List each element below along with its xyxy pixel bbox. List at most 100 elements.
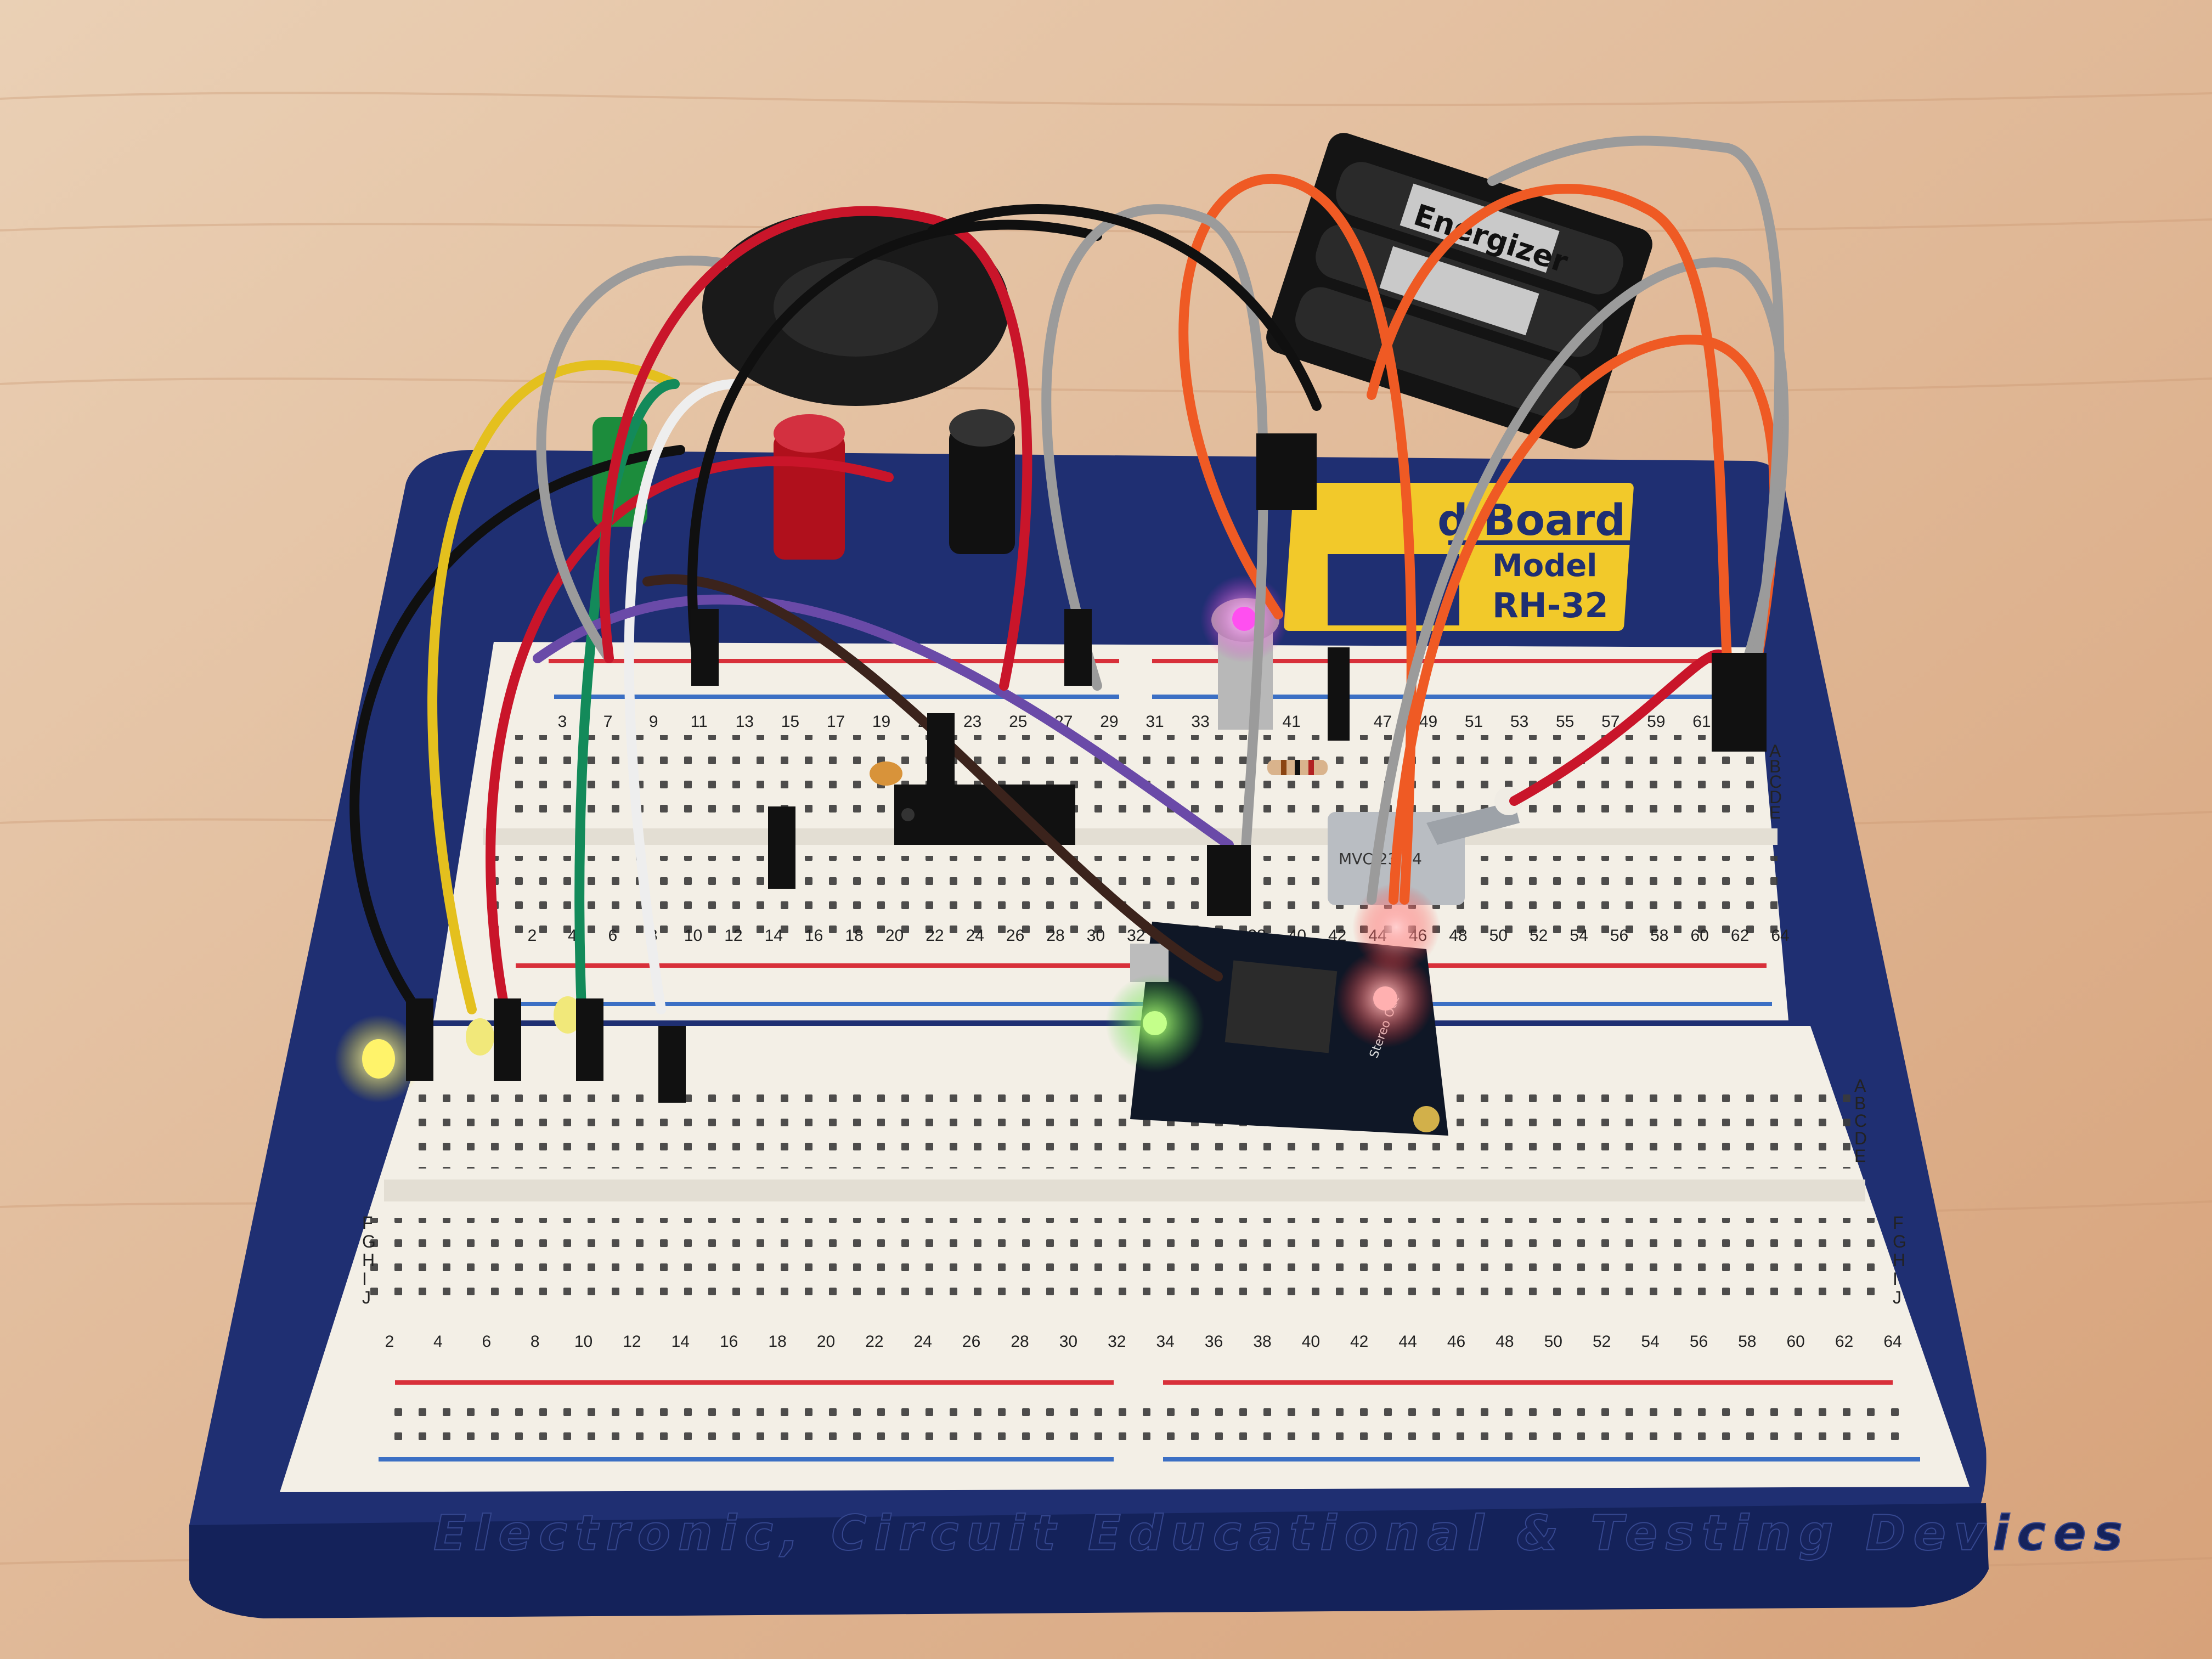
col-num-bot-8: 8	[531, 1333, 540, 1351]
col-num-mid-52: 52	[1530, 927, 1548, 945]
col-num-top-41: 41	[1283, 713, 1301, 731]
col-num-mid-10: 10	[684, 927, 702, 945]
col-num-bot-10: 10	[574, 1333, 592, 1351]
wire-orange-3	[1367, 184, 1733, 685]
col-num-mid-58: 58	[1650, 927, 1668, 945]
capacitor	[870, 761, 902, 786]
col-num-bot-24: 24	[914, 1333, 932, 1351]
col-num-top-33: 33	[1191, 713, 1209, 731]
col-num-top-51: 51	[1465, 713, 1483, 731]
col-num-top-19: 19	[872, 713, 890, 731]
col-num-bot-64: 64	[1883, 1333, 1901, 1351]
col-num-bot-4: 4	[433, 1333, 443, 1351]
wire-grey-4	[1487, 136, 1785, 674]
col-num-top-55: 55	[1556, 713, 1574, 731]
col-num-top-7: 7	[603, 713, 613, 731]
wire-yellow	[427, 360, 680, 1014]
row-letter-top-right-A: A	[1769, 741, 1781, 761]
col-num-top-25: 25	[1009, 713, 1027, 731]
col-num-bot-60: 60	[1787, 1333, 1805, 1351]
col-num-bot-12: 12	[623, 1333, 641, 1351]
col-num-top-59: 59	[1647, 713, 1665, 731]
col-num-bot-22: 22	[865, 1333, 883, 1351]
row-letter-top-right-E: E	[1769, 803, 1781, 822]
row-letter-left-bottom-G: G	[362, 1232, 376, 1251]
col-num-top-29: 29	[1100, 713, 1118, 731]
row-letter-left-bottom-F: F	[362, 1213, 373, 1233]
row-letter-right-bottom-G: G	[1893, 1232, 1906, 1251]
col-num-bot-52: 52	[1593, 1333, 1611, 1351]
col-num-bot-26: 26	[962, 1333, 980, 1351]
col-num-mid-48: 48	[1449, 927, 1467, 945]
speaker-cone	[774, 258, 938, 357]
base-text: Electronic, Circuit Educational & Testin…	[433, 1505, 2130, 1561]
breadboard-top-module	[433, 642, 1788, 1020]
col-num-bot-50: 50	[1544, 1333, 1562, 1351]
col-num-bot-54: 54	[1641, 1333, 1659, 1351]
row-letter-right-top-D: D	[1854, 1128, 1867, 1148]
col-num-bot-18: 18	[768, 1333, 786, 1351]
wire-black-long	[687, 219, 1102, 663]
wire-orange	[1178, 173, 1417, 905]
col-num-mid-24: 24	[966, 927, 984, 945]
row-letter-top-right-D: D	[1769, 787, 1782, 807]
wire-grey-2	[1041, 204, 1268, 861]
row-letter-left-bottom-I: I	[362, 1269, 367, 1289]
wire-grey	[536, 255, 729, 663]
row-letter-right-top-E: E	[1854, 1146, 1866, 1166]
col-num-bot-40: 40	[1302, 1333, 1320, 1351]
plate-model-label: Model	[1492, 548, 1597, 584]
col-num-bot-42: 42	[1350, 1333, 1368, 1351]
col-num-mid-28: 28	[1046, 927, 1064, 945]
col-num-top-9: 9	[649, 713, 658, 731]
col-num-top-49: 49	[1419, 713, 1437, 731]
col-num-bot-28: 28	[1011, 1333, 1029, 1351]
wire-red	[486, 456, 894, 1014]
wire-green	[574, 379, 680, 1014]
col-num-bot-20: 20	[817, 1333, 835, 1351]
col-num-bot-14: 14	[672, 1333, 690, 1351]
wire-white	[624, 379, 740, 1014]
col-num-mid-54: 54	[1570, 927, 1588, 945]
col-num-bot-32: 32	[1108, 1333, 1126, 1351]
col-num-mid-14: 14	[765, 927, 783, 945]
col-num-top-61: 61	[1692, 713, 1711, 731]
col-num-bot-34: 34	[1156, 1333, 1175, 1351]
row-letter-right-bottom-J: J	[1893, 1288, 1901, 1307]
col-num-bot-2: 2	[385, 1333, 394, 1351]
col-num-mid-6: 6	[608, 927, 617, 945]
col-num-top-3: 3	[558, 713, 567, 731]
resistor	[1267, 760, 1328, 775]
row-letter-right-bottom-F: F	[1893, 1213, 1904, 1233]
wire-black-2	[928, 204, 1322, 411]
col-num-bot-30: 30	[1059, 1333, 1077, 1351]
wire-red-long	[599, 206, 1032, 691]
row-letter-right-bottom-H: H	[1893, 1250, 1905, 1270]
col-num-mid-56: 56	[1610, 927, 1628, 945]
col-num-bot-48: 48	[1496, 1333, 1514, 1351]
col-num-bot-6: 6	[482, 1333, 491, 1351]
col-num-mid-16: 16	[805, 927, 823, 945]
col-num-mid-62: 62	[1731, 927, 1749, 945]
row-letter-left-bottom-H: H	[362, 1250, 375, 1270]
col-num-bot-38: 38	[1253, 1333, 1271, 1351]
col-num-bot-56: 56	[1690, 1333, 1708, 1351]
row-letter-left-bottom-J: J	[362, 1288, 371, 1307]
wire-purple	[533, 594, 1234, 850]
row-letter-right-bottom-I: I	[1893, 1269, 1898, 1289]
col-num-mid-26: 26	[1006, 927, 1024, 945]
col-num-bot-46: 46	[1447, 1333, 1465, 1351]
breadboard-bottom-module	[280, 1026, 1970, 1492]
col-num-mid-22: 22	[926, 927, 944, 945]
connector-housings	[406, 433, 1767, 1103]
col-num-top-23: 23	[963, 713, 981, 731]
col-num-mid-30: 30	[1087, 927, 1105, 945]
col-num-mid-60: 60	[1691, 927, 1709, 945]
row-letter-right-top-C: C	[1854, 1111, 1867, 1131]
col-num-top-15: 15	[781, 713, 799, 731]
wire-black	[349, 445, 685, 1014]
plate-model-number: RH-32	[1492, 585, 1609, 625]
col-num-mid-18: 18	[845, 927, 863, 945]
